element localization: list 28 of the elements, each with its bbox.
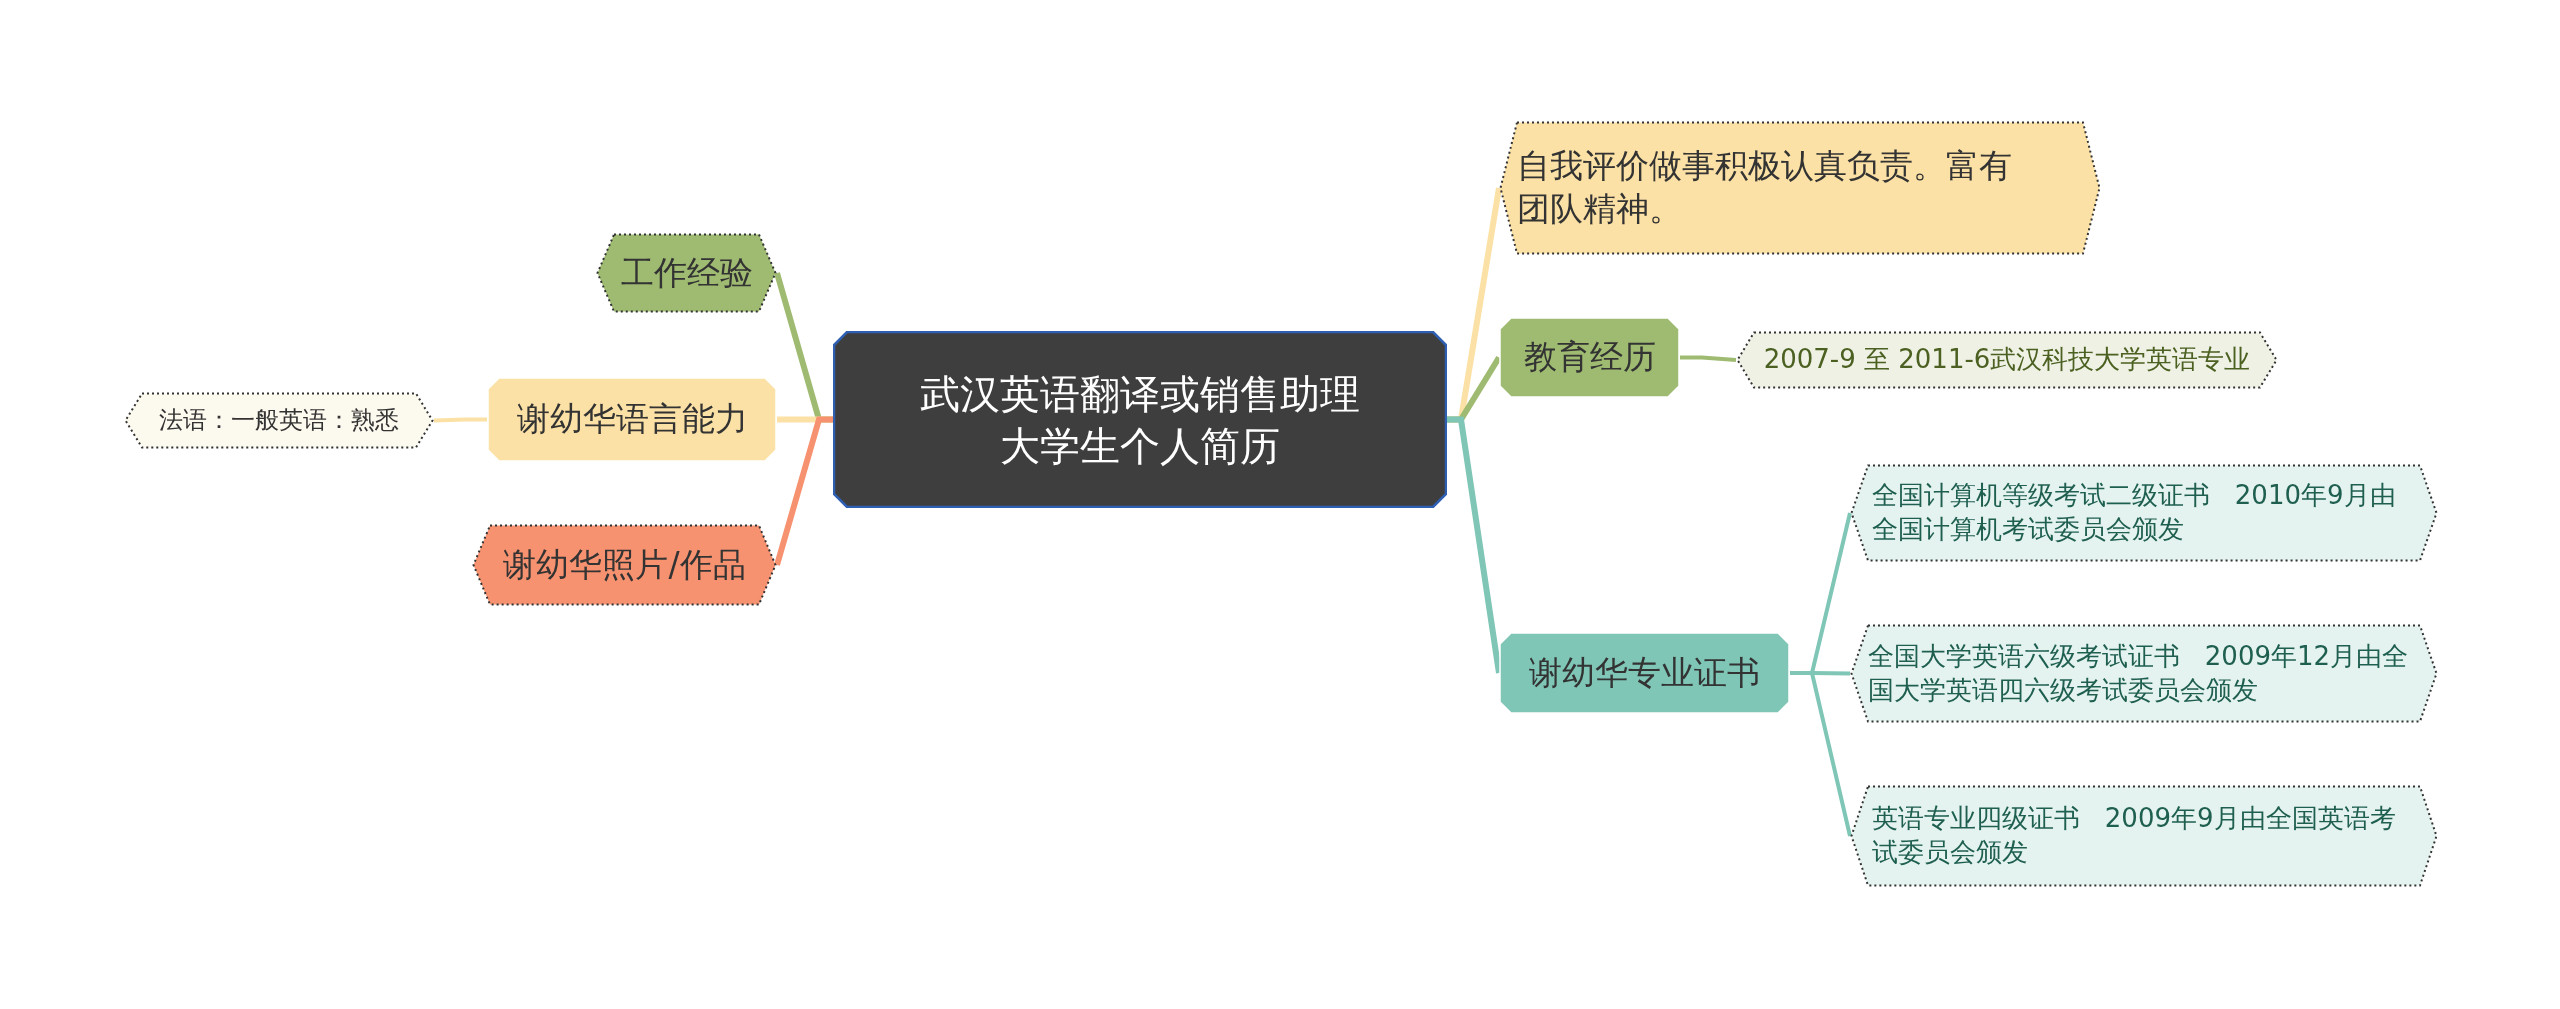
node-text: 谢幼华照片/作品 <box>502 543 747 586</box>
node-text: 谢幼华语言能力 <box>515 398 749 441</box>
subtopic-box <box>1499 121 2101 255</box>
topic-box <box>1499 317 1680 398</box>
node-text: 法语：一般英语：熟悉 <box>158 404 400 436</box>
connector-line <box>1790 671 1852 837</box>
topic-box <box>1499 632 1790 714</box>
subtopic-box <box>1850 624 2438 723</box>
connector-line <box>433 417 487 423</box>
subtopic-box <box>472 524 777 606</box>
subtopic-box <box>1850 785 2438 887</box>
node-text: 全国大学英语六级考试证书 2009年12月由全国大学英语四六级考试委员会颁发 <box>1868 639 2410 707</box>
node-text: 全国计算机等级考试二级证书 2010年9月由全国计算机考试委员会颁发 <box>1872 479 2397 546</box>
subtopic-box <box>596 233 777 313</box>
node-text: 2007-9 至 2011-6武汉科技大学英语专业 <box>1762 343 2252 377</box>
connector-line <box>774 416 833 566</box>
node-text: 谢幼华专业证书 <box>1528 651 1761 694</box>
node-text: 英语专业四级证书 2009年9月由全国英语考试委员会颁发 <box>1872 802 2397 869</box>
subtopic-box <box>1736 331 2278 389</box>
node-text: 自我评价做事积极认真负责。富有团队精神。 <box>1517 145 2013 230</box>
subtopic-box <box>124 392 434 449</box>
node-text: 教育经历 <box>1522 336 1657 379</box>
connector-line <box>1680 355 1737 362</box>
node-text: 工作经验 <box>619 251 754 294</box>
subtopic-box <box>1850 464 2438 562</box>
topic-box <box>487 377 777 462</box>
node-text: 武汉英语翻译或销售助理大学生个人简历 <box>919 369 1361 471</box>
central-topic-box <box>833 331 1447 508</box>
